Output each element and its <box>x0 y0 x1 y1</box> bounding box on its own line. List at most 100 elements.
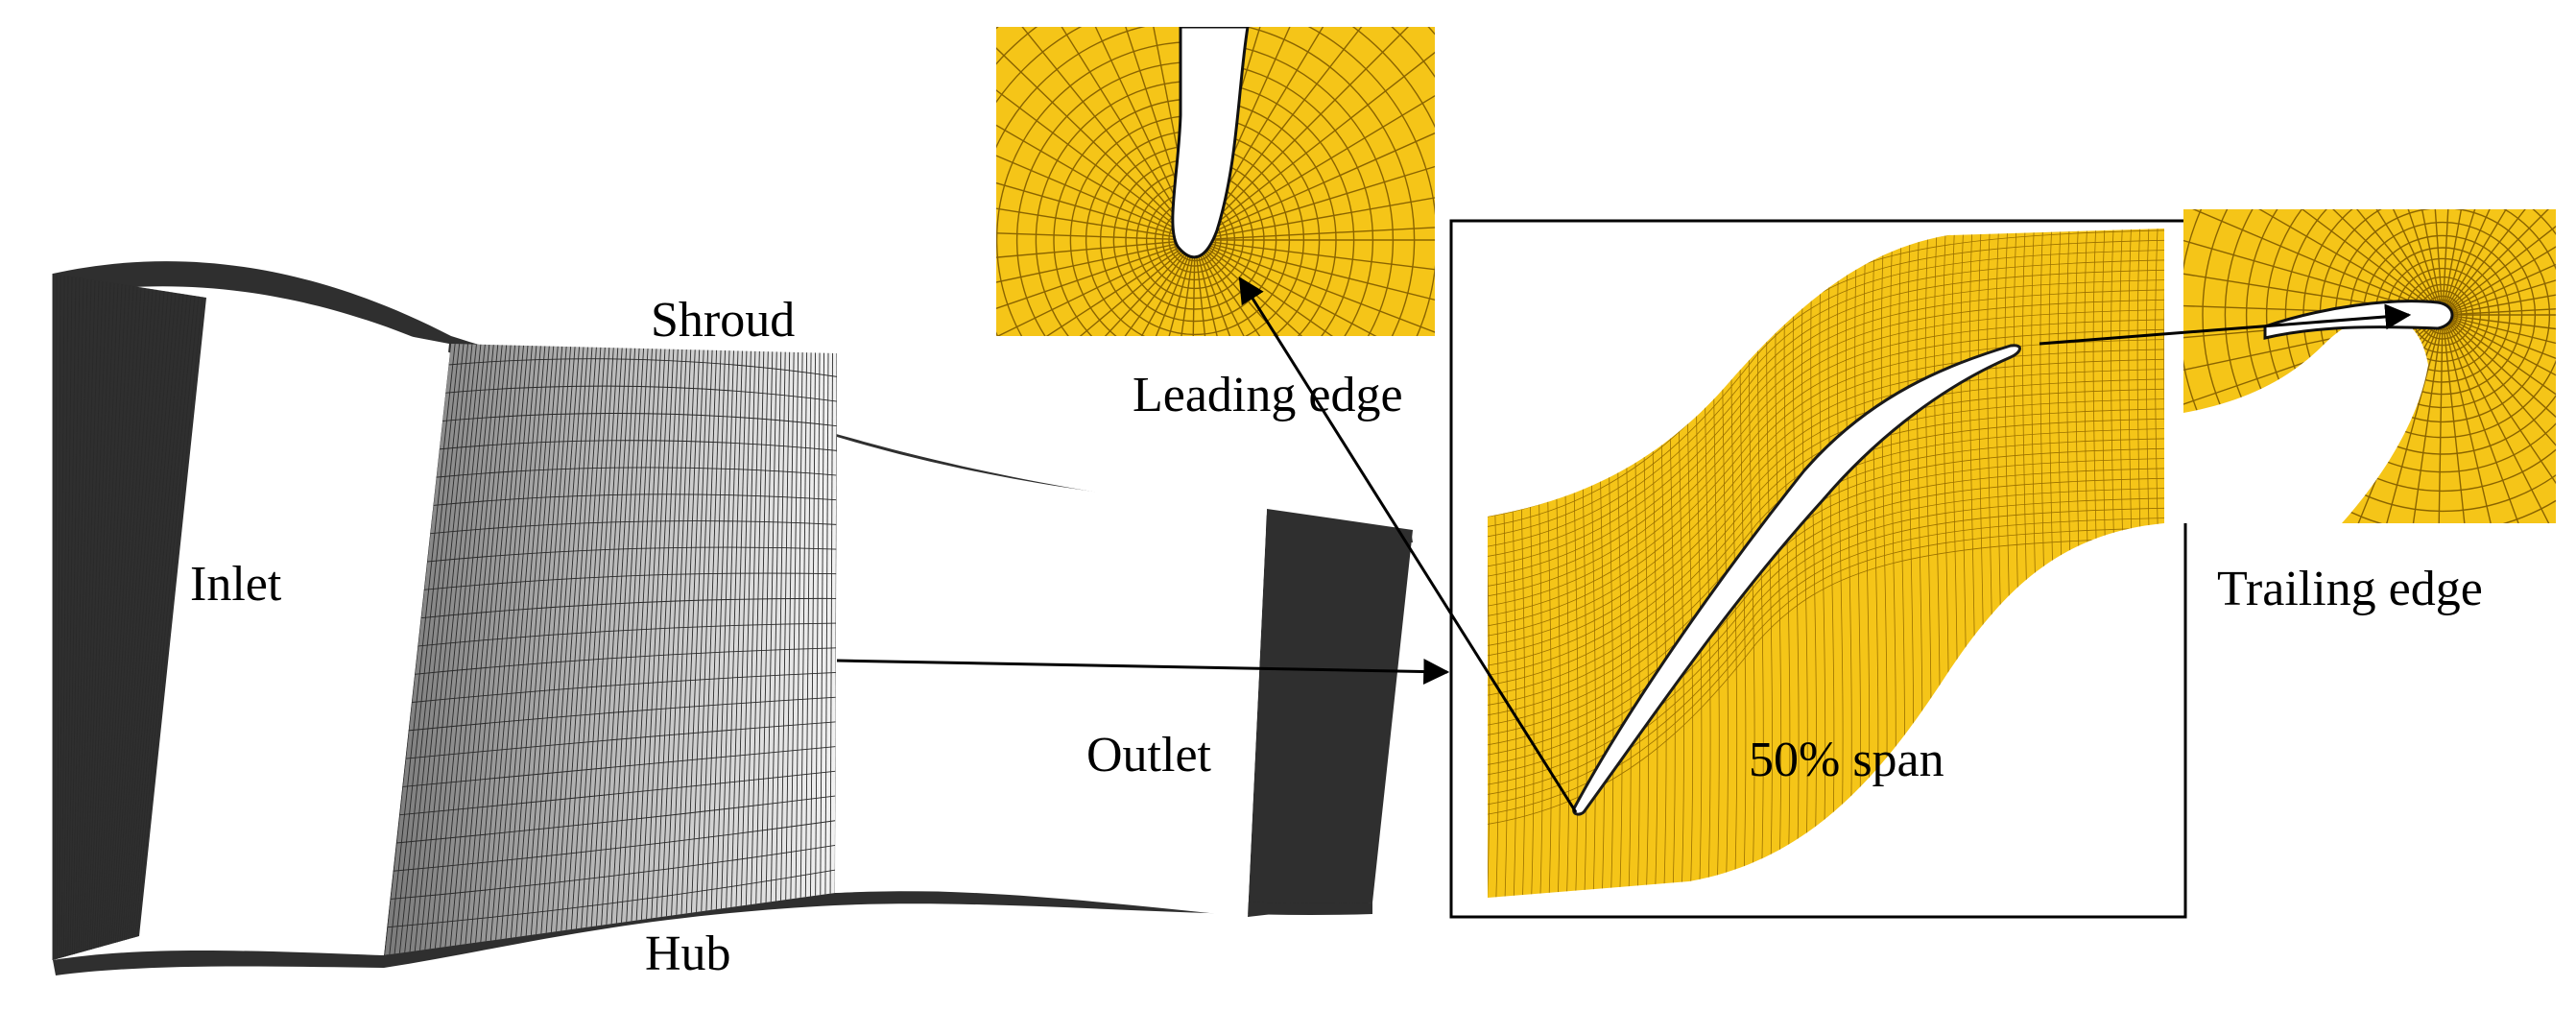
mesh-line <box>996 239 1196 336</box>
label-inlet: Inlet <box>190 557 282 612</box>
mesh-line <box>71 278 88 955</box>
mesh-line <box>108 289 154 945</box>
mesh-line <box>779 344 791 955</box>
mesh-line <box>764 344 777 955</box>
mesh-line <box>769 344 782 955</box>
mesh-line <box>2198 209 2444 316</box>
mesh-line <box>1194 27 1435 241</box>
mesh-line <box>128 294 188 940</box>
mesh-line <box>996 27 1196 241</box>
mesh-line <box>489 344 542 955</box>
mesh-line <box>100 286 138 948</box>
mesh-line <box>679 344 704 955</box>
mesh-line <box>2442 314 2556 386</box>
mesh-line <box>1194 27 1435 241</box>
mesh-line <box>2431 314 2444 523</box>
mesh-line <box>548 344 593 955</box>
mesh-line <box>2183 209 2444 316</box>
mesh-line <box>413 344 478 955</box>
mesh-line <box>996 239 1196 336</box>
mesh-line <box>996 239 1196 336</box>
mesh-line <box>714 344 735 955</box>
leading-edge-inset <box>996 27 1435 336</box>
mesh-line <box>433 344 495 955</box>
mesh-line <box>97 286 134 948</box>
mesh-line <box>1194 239 1435 311</box>
mesh-line <box>1194 239 1435 336</box>
mesh-line <box>95 285 131 949</box>
mesh-line <box>509 344 560 955</box>
mesh-line <box>1488 338 2164 628</box>
mesh-line <box>2224 209 2556 523</box>
mesh-line <box>59 275 65 959</box>
mesh-line <box>1194 239 1435 336</box>
mesh-line <box>719 344 739 955</box>
mesh-line <box>1194 70 1435 241</box>
mesh-line <box>644 344 675 955</box>
outlet-side-wall <box>1248 509 1413 917</box>
mesh-line <box>996 27 1196 241</box>
mesh-line <box>744 344 761 955</box>
mesh-line <box>2442 283 2556 316</box>
mesh-line <box>1488 229 1491 898</box>
mesh-line <box>784 344 795 955</box>
mesh-line <box>1801 229 1808 898</box>
mesh-line <box>996 239 1196 336</box>
mesh-line <box>683 344 709 955</box>
mesh-line <box>996 80 1196 241</box>
mesh-line <box>62 277 73 957</box>
mesh-line <box>117 291 169 943</box>
label-span: 50% span <box>1749 733 1944 787</box>
mesh-line <box>996 27 1196 241</box>
mesh-line <box>1183 239 1196 336</box>
mesh-line <box>1194 27 1435 241</box>
mesh-line <box>1488 259 2164 549</box>
mesh-line <box>1488 328 2164 618</box>
mesh-line <box>814 344 821 955</box>
mesh-line <box>534 344 581 955</box>
mesh-line <box>2442 209 2556 316</box>
mesh-line <box>2361 314 2444 523</box>
mesh-line <box>1488 229 2164 231</box>
mesh-line <box>699 344 722 955</box>
label-shroud: Shroud <box>651 293 795 348</box>
mesh-line <box>704 344 727 955</box>
mesh-line <box>559 344 602 955</box>
mesh-line <box>518 344 568 955</box>
mesh-line <box>599 344 636 955</box>
mesh-line <box>114 291 165 943</box>
mesh-line <box>2183 209 2444 316</box>
mesh-line <box>126 294 184 940</box>
mesh-line <box>443 344 504 955</box>
mesh-line <box>1488 289 2164 579</box>
mesh-line <box>588 344 628 955</box>
mesh-line <box>1488 278 2164 568</box>
mesh-line <box>2442 314 2556 523</box>
mesh-line <box>458 344 516 955</box>
mesh-line <box>384 647 837 678</box>
mesh-line <box>2442 314 2504 523</box>
outlet-opening <box>835 437 1267 917</box>
mesh-line <box>478 344 534 955</box>
mesh-line <box>618 344 654 955</box>
side-wall-grid <box>52 274 207 960</box>
mesh-line <box>996 239 1196 336</box>
mesh-line <box>538 344 584 955</box>
mesh-line <box>1488 507 2164 797</box>
mesh-line <box>523 344 572 955</box>
mesh-line <box>1836 229 1844 898</box>
mesh-line <box>996 27 1196 241</box>
mesh-line <box>1488 497 2164 787</box>
mesh-line <box>753 344 769 955</box>
mesh-line <box>996 27 1196 241</box>
mesh-line <box>498 344 551 955</box>
mesh-line <box>2173 221 2179 912</box>
mesh-line <box>2442 209 2556 316</box>
mesh-line <box>734 344 752 955</box>
mesh-line <box>388 344 456 955</box>
mesh-line <box>2442 209 2556 316</box>
mesh-line <box>568 344 610 955</box>
mesh-line <box>112 290 161 944</box>
mesh-line <box>584 344 624 955</box>
mesh-line <box>2183 224 2444 316</box>
